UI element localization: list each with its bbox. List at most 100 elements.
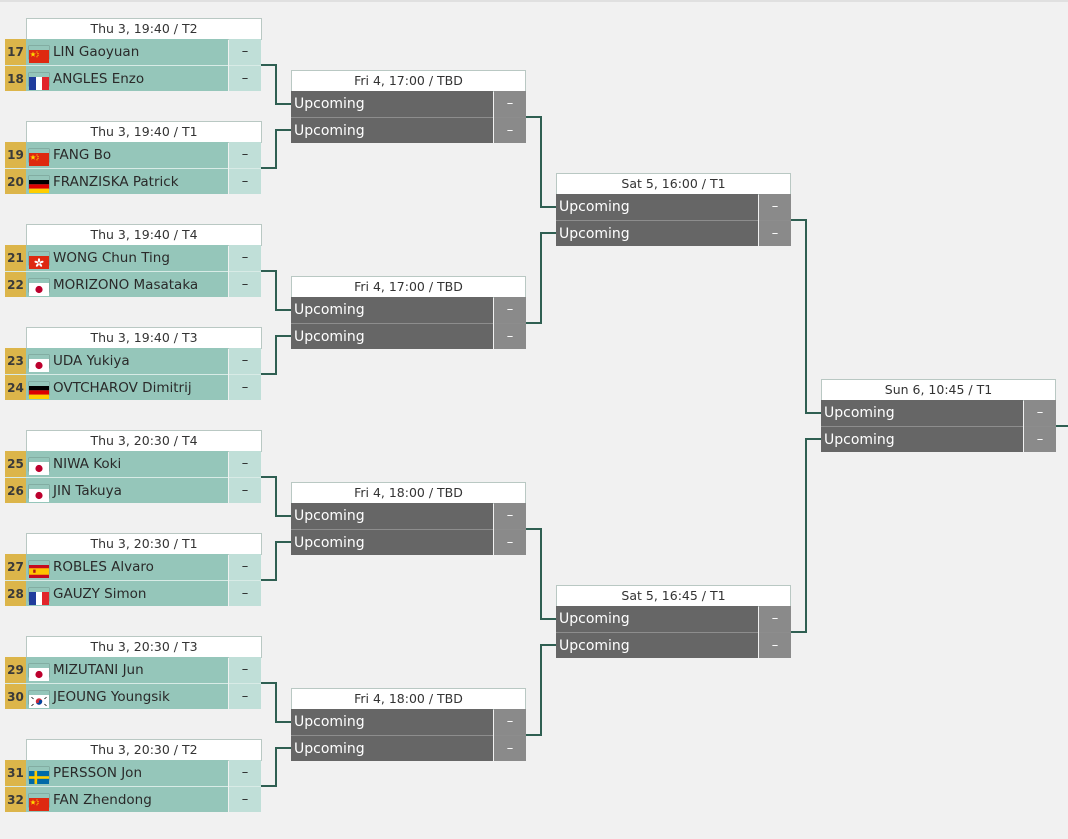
upcoming-slot[interactable]: Upcoming– [291, 709, 526, 735]
upcoming-slot[interactable]: Upcoming– [291, 735, 526, 761]
de-flag-icon [29, 382, 49, 399]
match-score: – [494, 323, 526, 349]
match-score: – [494, 91, 526, 117]
slot-label: Upcoming [291, 735, 493, 761]
player-name-cell[interactable]: GAUZY Simon [26, 580, 228, 606]
cn-flag-icon [29, 794, 49, 811]
match-score: – [759, 632, 791, 658]
player-name-cell[interactable]: FRANZISKA Patrick [26, 168, 228, 194]
player-name: GAUZY Simon [53, 586, 147, 602]
upcoming-slot[interactable]: Upcoming– [556, 220, 791, 246]
player-name: UDA Yukiya [53, 353, 130, 369]
player-name: NIWA Koki [53, 456, 122, 472]
de-flag-icon [29, 176, 49, 193]
match-score: – [229, 554, 261, 580]
match-score: – [229, 168, 261, 194]
match-schedule: Fri 4, 17:00 / TBD [291, 276, 526, 298]
match-score: – [494, 529, 526, 555]
upcoming-slot[interactable]: Upcoming– [291, 297, 526, 323]
player-name-cell[interactable]: OVTCHAROV Dimitrij [26, 374, 228, 400]
player-name-cell[interactable]: FANG Bo [26, 142, 228, 168]
slot-label: Upcoming [821, 426, 1023, 452]
player-name: MIZUTANI Jun [53, 662, 144, 678]
player-name-cell[interactable]: WONG Chun Ting [26, 245, 228, 271]
player-name-cell[interactable]: UDA Yukiya [26, 348, 228, 374]
slot-label: Upcoming [291, 529, 493, 555]
upcoming-slot[interactable]: Upcoming– [291, 91, 526, 117]
upcoming-slot[interactable]: Upcoming– [291, 529, 526, 555]
player-name-cell[interactable]: NIWA Koki [26, 451, 228, 477]
upcoming-slot[interactable]: Upcoming– [821, 426, 1056, 452]
player-name: ANGLES Enzo [53, 71, 145, 87]
player-name-cell[interactable]: JIN Takuya [26, 477, 228, 503]
upcoming-slot[interactable]: Upcoming– [291, 323, 526, 349]
upcoming-slot[interactable]: Upcoming– [556, 194, 791, 220]
cn-flag-icon [29, 149, 49, 166]
match-schedule: Fri 4, 17:00 / TBD [291, 70, 526, 92]
upcoming-slot[interactable]: Upcoming– [556, 606, 791, 632]
player-name: FANG Bo [53, 147, 112, 163]
upcoming-slot[interactable]: Upcoming– [291, 117, 526, 143]
jp-flag-icon [29, 664, 49, 681]
player-name-cell[interactable]: MIZUTANI Jun [26, 657, 228, 683]
slot-label: Upcoming [291, 323, 493, 349]
match-score: – [229, 657, 261, 683]
player-name: LIN Gaoyuan [53, 44, 140, 60]
upcoming-slot[interactable]: Upcoming– [556, 632, 791, 658]
player-row[interactable]: 29 MIZUTANI Jun – [5, 657, 261, 683]
upcoming-slot[interactable]: Upcoming– [291, 503, 526, 529]
slot-label: Upcoming [291, 503, 493, 529]
upcoming-slot[interactable]: Upcoming– [821, 400, 1056, 426]
player-name-cell[interactable]: PERSSON Jon [26, 760, 228, 786]
match-score: – [759, 220, 791, 246]
match-score: – [229, 683, 261, 709]
match-score: – [229, 374, 261, 400]
player-name-cell[interactable]: LIN Gaoyuan [26, 39, 228, 65]
match-score: – [229, 65, 261, 91]
player-name-cell[interactable]: JEOUNG Youngsik [26, 683, 228, 709]
player-name-cell[interactable]: MORIZONO Masataka [26, 271, 228, 297]
seed-number: 29 [5, 657, 26, 683]
seed-number: 25 [5, 451, 26, 477]
hk-flag-icon [29, 252, 49, 269]
seed-number: 31 [5, 760, 26, 786]
seed-number: 20 [5, 168, 26, 194]
top-border [0, 0, 1068, 2]
player-name-cell[interactable]: ROBLES Alvaro [26, 554, 228, 580]
player-name-cell[interactable]: FAN Zhendong [26, 786, 228, 812]
player-name-cell[interactable]: ANGLES Enzo [26, 65, 228, 91]
match-score: – [229, 348, 261, 374]
match-schedule: Thu 3, 19:40 / T3 [26, 327, 262, 349]
match-schedule: Sat 5, 16:45 / T1 [556, 585, 791, 607]
